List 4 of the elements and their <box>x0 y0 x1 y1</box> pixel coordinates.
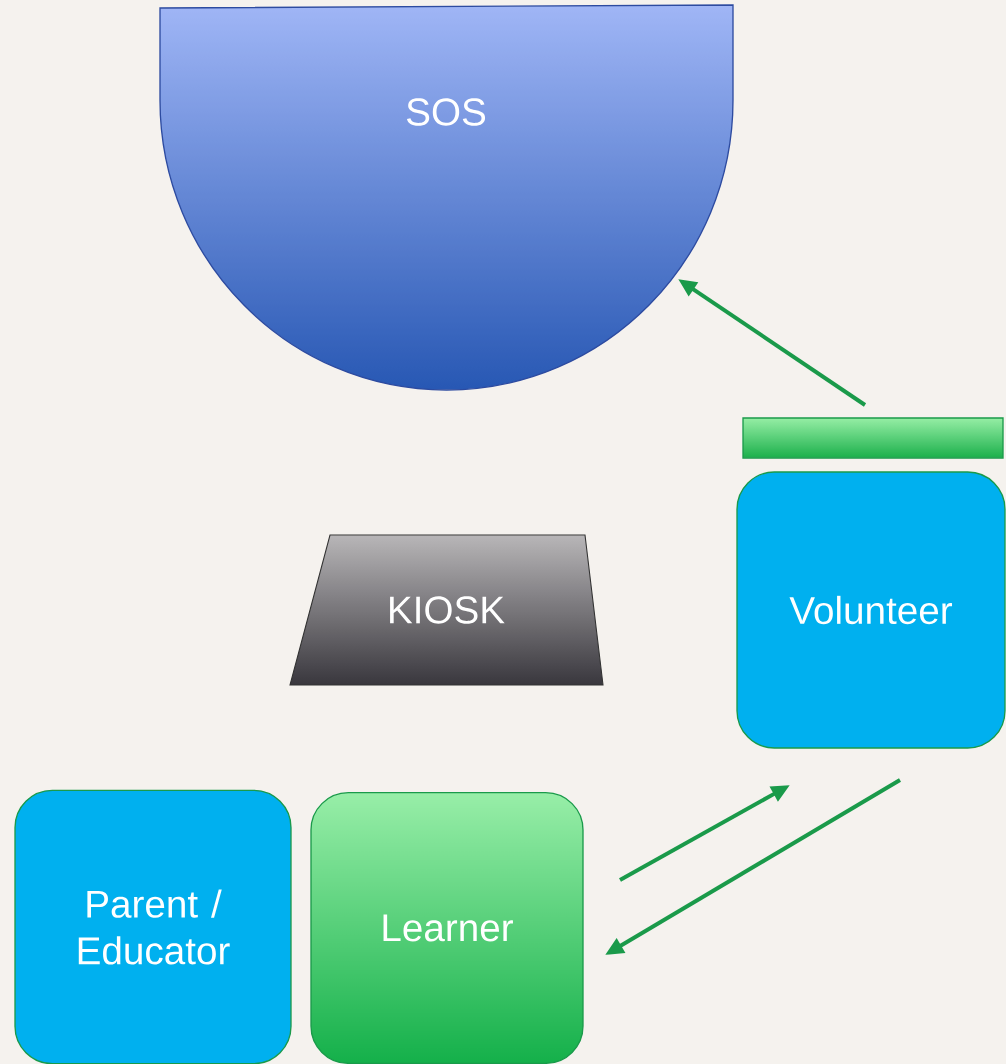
rounded-box: Parent / Educator <box>14 789 292 1064</box>
rounded-box: Learner <box>310 792 584 1064</box>
bar-shape <box>742 417 1004 459</box>
rounded-box: Volunteer <box>736 471 1006 749</box>
